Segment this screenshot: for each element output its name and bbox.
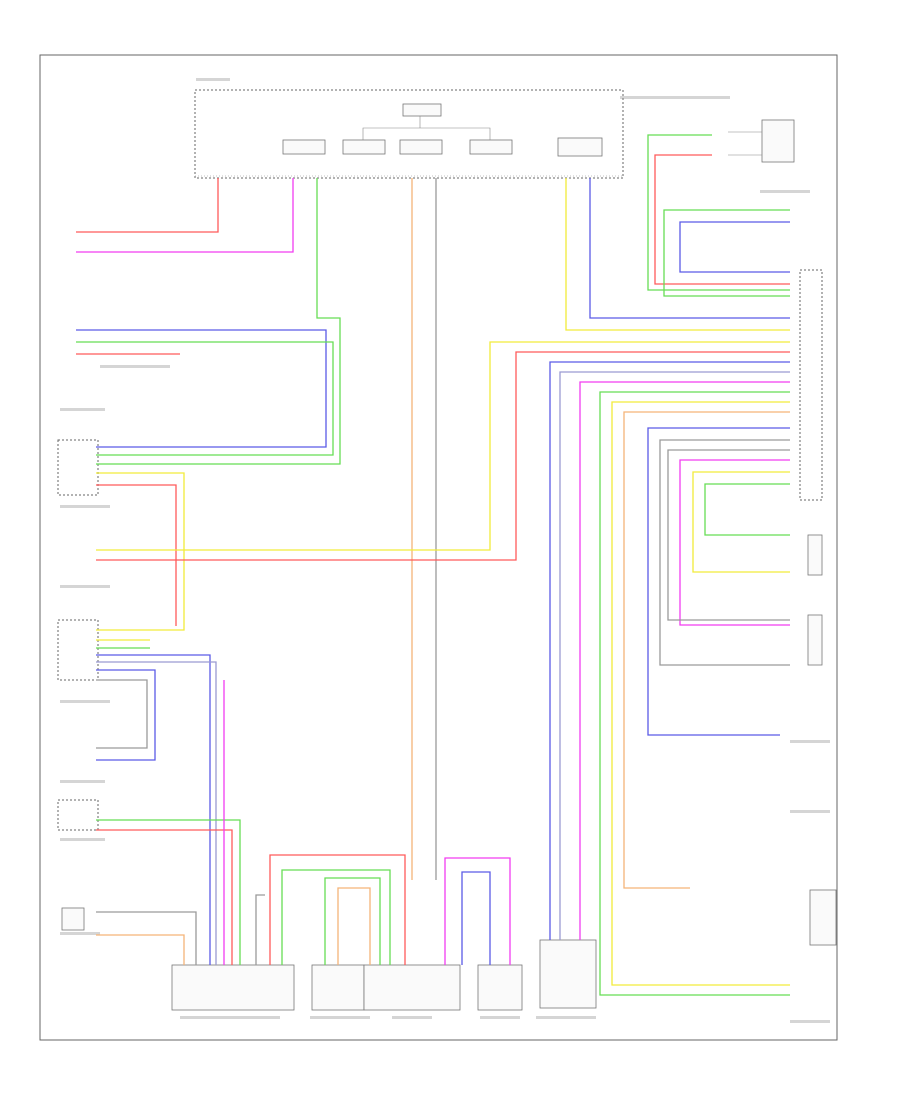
wire-gray-36 [96, 679, 148, 749]
wire-green-28 [704, 483, 790, 536]
wire-magenta-2 [76, 178, 294, 253]
wire-gray-30 [667, 449, 790, 621]
wire-green-22 [599, 391, 790, 996]
wire-gray_blue-34 [96, 661, 217, 965]
wire-magenta-44 [444, 857, 511, 965]
wire-gray_blue-20 [559, 371, 790, 940]
left-components [57, 439, 99, 931]
label-marks [60, 78, 830, 1023]
wire-gray-26 [659, 439, 790, 666]
wire-blue-4 [76, 329, 327, 448]
wire-yellow-7 [96, 472, 185, 631]
wire-blue-16 [679, 221, 790, 273]
wire-yellow-11 [565, 178, 790, 331]
wire-gray-47 [96, 911, 197, 965]
wire-red-14 [654, 154, 790, 285]
wire-yellow-29 [692, 471, 790, 573]
wire-green-41 [281, 869, 391, 965]
wire-orange-43 [337, 887, 371, 965]
wire-green-15 [663, 209, 790, 297]
wire-gray-48 [255, 894, 265, 965]
wire-blue-33 [96, 654, 211, 965]
wire-red-1 [76, 178, 219, 233]
wire-orange-24 [623, 411, 790, 889]
wire-green-5 [76, 341, 334, 456]
wire-red-18 [96, 351, 790, 561]
wire-layer [76, 134, 790, 996]
bottom-connectors [171, 939, 597, 1011]
wire-yellow-23 [611, 401, 790, 986]
wire-magenta-27 [679, 459, 790, 626]
top-control-module [194, 89, 624, 179]
wire-red-40 [269, 854, 406, 965]
wire-blue-12 [589, 178, 790, 319]
wire-yellow-17 [96, 341, 790, 551]
wire-green-13 [647, 134, 790, 291]
wire-blue-45 [461, 871, 491, 965]
diagram-frame [39, 54, 838, 1041]
wire-magenta-21 [579, 381, 790, 940]
wire-orange-46 [96, 934, 185, 965]
wire-green-42 [324, 877, 381, 965]
right-connector-column [799, 269, 837, 946]
relay-component [728, 119, 795, 163]
wire-red-38 [96, 829, 233, 965]
wire-blue-25 [647, 427, 790, 736]
wire-blue-35 [96, 669, 156, 761]
wire-green-37 [96, 819, 241, 965]
wire-red-8 [96, 484, 177, 626]
wire-green-3 [96, 178, 341, 465]
wire-blue-19 [549, 361, 790, 940]
